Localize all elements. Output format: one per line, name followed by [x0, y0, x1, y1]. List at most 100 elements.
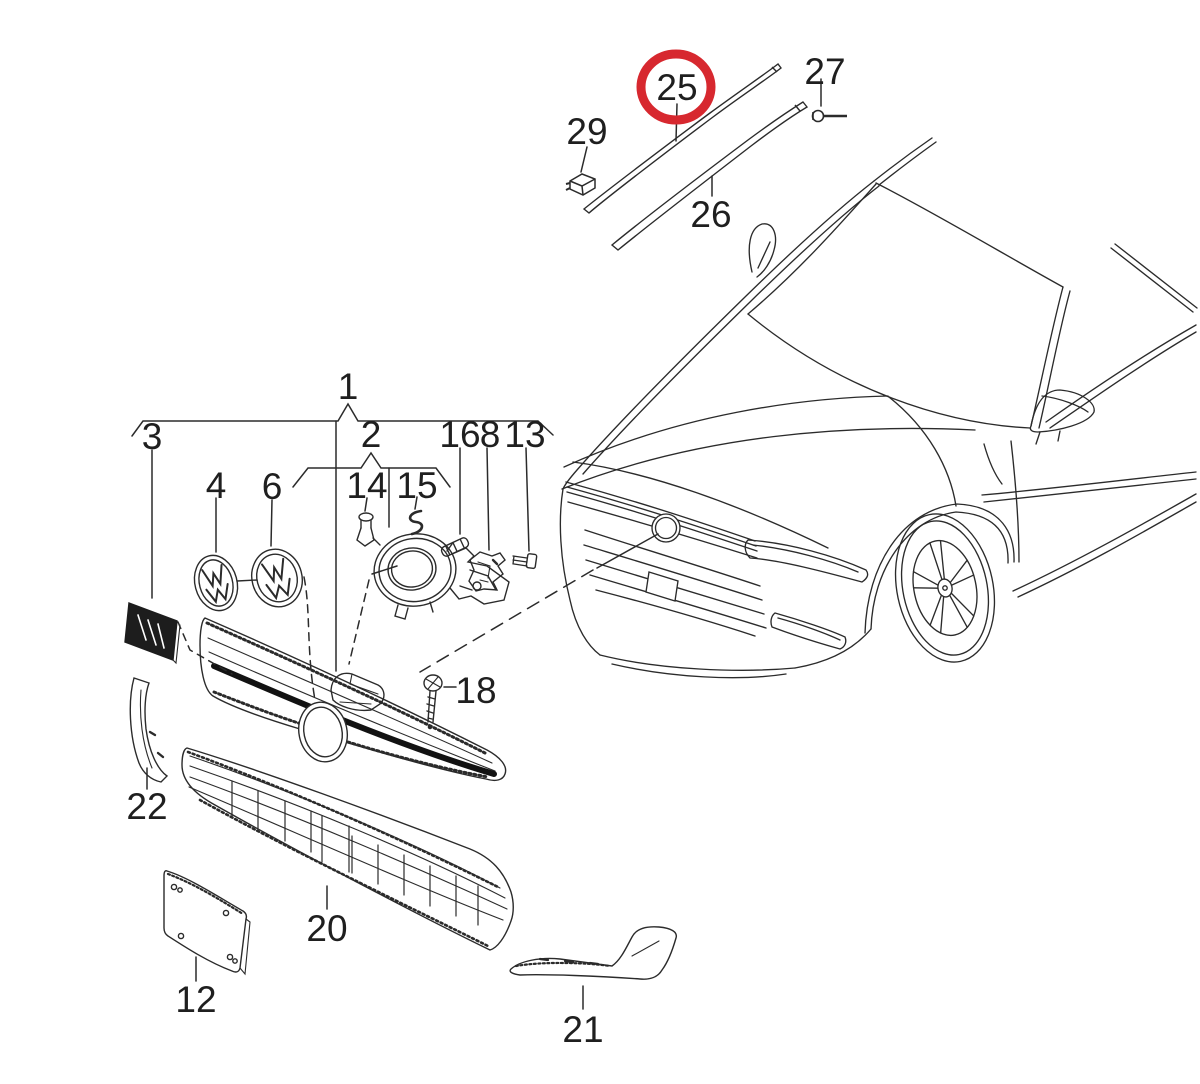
bracket-8: [468, 551, 506, 592]
upper-grille: [199, 617, 507, 782]
car-window-sill-inner: [1049, 331, 1197, 429]
car-silhouette-left-inner: [582, 185, 880, 475]
lower-grille-20: [181, 747, 514, 951]
car-a-pillar-inner: [1038, 290, 1071, 429]
car-wheel-arch: [870, 511, 1009, 630]
car-antenna-line: [757, 241, 771, 269]
part-label-18: 18: [455, 670, 496, 711]
hub: [937, 578, 953, 598]
vw-emblem-4: [193, 554, 239, 612]
roof-molding-26: [610, 101, 809, 251]
clip-29: [565, 173, 596, 196]
group-bracket-1: [131, 402, 554, 437]
part-label-8: 8: [480, 414, 501, 455]
screw-27: [811, 109, 847, 123]
part-label-4: 4: [206, 465, 227, 506]
leader-ring-dashed: [348, 579, 370, 665]
car-window-sill: [1045, 324, 1197, 423]
part-label-3: 3: [142, 416, 163, 457]
car-mirror-base: [1035, 430, 1061, 445]
part-label-20: 20: [306, 908, 347, 949]
car-rocker-inner: [1017, 501, 1197, 598]
part-label-25: 25: [656, 67, 697, 108]
leader-emblem6-dashed: [303, 576, 316, 701]
car-emblem: [651, 513, 681, 543]
screw-18: [423, 674, 443, 730]
car-roof-far-inner: [1110, 247, 1194, 313]
hub-center: [942, 585, 948, 591]
car-body-crease-inner: [983, 478, 1197, 503]
part-label-27: 27: [804, 51, 845, 92]
vw-emblem-6: [251, 548, 303, 608]
car-wheel-arch-outer: [864, 503, 1015, 634]
car-hood-crease-a: [563, 395, 889, 468]
part-label-6: 6: [262, 466, 283, 507]
wheel-spokes: [912, 539, 975, 634]
part-label-22: 22: [126, 786, 167, 827]
car-mirror-line: [1041, 395, 1089, 413]
car-bumper-left: [559, 488, 601, 656]
car-rocker: [1012, 493, 1197, 592]
roof-molding-26-end: [794, 104, 801, 112]
bumper-trim-21: [509, 926, 678, 980]
part-label-14: 14: [346, 465, 387, 506]
leader-car-emblem-solid: [596, 533, 659, 569]
screw-13: [512, 553, 538, 570]
car-intake-slat-2: [583, 544, 763, 601]
car-headlight: [744, 539, 869, 583]
r-badge-part-3: [124, 602, 181, 665]
leader-ring-solid: [371, 565, 398, 575]
car-bumper-bottom: [599, 654, 796, 671]
car-headlight-line: [752, 544, 859, 573]
car-a-pillar: [1030, 286, 1064, 427]
highlight-circle: [636, 49, 716, 125]
car-windshield-top: [875, 182, 1064, 288]
leader-badge3-dashed: [177, 621, 233, 675]
tire-outer: [894, 513, 996, 663]
part-label-29: 29: [566, 111, 607, 152]
leader-lines: [131, 78, 822, 1010]
car-mirror: [1029, 389, 1095, 433]
roof-molding-25: [582, 63, 782, 214]
car-illustration: [559, 137, 1198, 679]
part-label-12: 12: [175, 979, 216, 1020]
leader-6: [270, 499, 273, 547]
part-label-2: 2: [361, 414, 382, 455]
car-front-wheel: [894, 513, 996, 663]
car-license-area: [645, 571, 679, 602]
spring-15: [408, 509, 424, 536]
emblem-carrier-ring: [372, 533, 510, 620]
car-roof-rail-inner: [878, 141, 937, 186]
car-fog-light: [770, 612, 847, 650]
car-roof-rail: [873, 137, 933, 182]
leader-8: [486, 447, 490, 551]
part-label-1: 1: [338, 366, 359, 407]
emblem-connector-line: [236, 579, 258, 582]
car-intake-slat-1: [584, 529, 761, 587]
exploded-parts: [124, 509, 678, 980]
tire-inner: [900, 520, 990, 656]
leader-14: [364, 497, 368, 512]
car-hood-shutline: [572, 461, 829, 549]
rim: [912, 539, 978, 637]
car-intake-slat-5: [595, 589, 756, 637]
car-silhouette-left: [562, 180, 875, 490]
car-bumper-corner: [794, 628, 872, 669]
car-fender-top: [888, 396, 957, 507]
part-label-21: 21: [562, 1009, 603, 1050]
roof-moldings: [582, 63, 809, 251]
leader-15: [414, 496, 418, 510]
car-fog-light-line: [777, 617, 841, 641]
part-label-15: 15: [396, 465, 437, 506]
part-labels: 1 2 3 16 8 13 4 6 14 15 18 22 20 12 21 2…: [126, 51, 845, 1050]
part-label-26: 26: [690, 194, 731, 235]
trim-22: [129, 677, 169, 783]
car-windshield-left-edge: [747, 183, 877, 315]
part-label-16: 16: [439, 414, 480, 455]
leader-car-emblem-dashed: [419, 569, 594, 673]
car-fender-seam: [983, 443, 1003, 485]
car-bumper-chin: [611, 663, 787, 679]
license-bracket-12: [163, 870, 251, 976]
car-body-crease: [981, 471, 1197, 496]
